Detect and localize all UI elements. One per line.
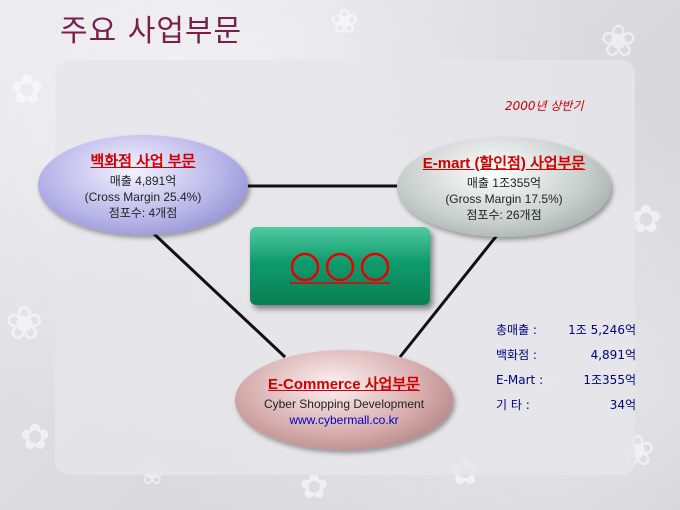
summary-value: 1조 5,246억	[568, 323, 636, 337]
logo-circle-icon	[290, 252, 320, 282]
center-logo-box	[250, 227, 430, 305]
summary-value: 4,891억	[590, 348, 636, 362]
emart-margin: (Gross Margin 17.5%)	[445, 191, 563, 206]
summary-label: 기 타 :	[496, 398, 530, 412]
department-store-sales: 매출 4,891억	[109, 173, 177, 188]
flower-icon: ✿	[300, 467, 329, 507]
sales-summary: 총매출 : 1조 5,246억 백화점 : 4,891억 E-Mart : 1조…	[496, 318, 636, 418]
summary-label: 총매출 :	[496, 323, 537, 337]
summary-value: 34억	[609, 398, 636, 412]
flower-icon: ✿	[630, 197, 662, 241]
flower-icon: ✿	[10, 67, 44, 113]
ecommerce-subtitle: Cyber Shopping Development	[263, 396, 425, 411]
department-store-heading: 백화점 사업 부문	[90, 152, 196, 170]
department-store-stores: 점포수: 4개점	[108, 205, 178, 220]
summary-row-department-store: 백화점 : 4,891억	[496, 343, 636, 368]
summary-label: 백화점 :	[496, 348, 537, 362]
summary-row-emart: E-Mart : 1조355억	[496, 368, 636, 393]
ecommerce-url[interactable]: www.cybermall.co.kr	[289, 412, 399, 427]
department-store-margin: (Cross Margin 25.4%)	[84, 189, 202, 204]
emart-stores: 점포수: 26개점	[466, 207, 542, 222]
ecommerce-ellipse: E-Commerce 사업부문 Cyber Shopping Developme…	[235, 350, 453, 450]
emart-sales: 매출 1조355억	[466, 175, 542, 190]
emart-heading: E-mart (할인점) 사업부문	[422, 154, 586, 172]
logo-circle-icon	[360, 252, 390, 282]
summary-value: 1조355억	[583, 373, 636, 387]
slide-title: 주요 사업부문	[60, 14, 243, 49]
flower-icon: ❀	[330, 2, 359, 42]
summary-row-total: 총매출 : 1조 5,246억	[496, 318, 636, 343]
logo-circle-icon	[325, 252, 355, 282]
connector-line-right	[398, 233, 500, 358]
ecommerce-heading: E-Commerce 사업부문	[268, 375, 420, 393]
summary-row-other: 기 타 : 34억	[496, 393, 636, 418]
flower-icon: ✿	[20, 417, 51, 458]
center-logo	[290, 252, 390, 284]
flower-icon: ❀	[600, 16, 637, 67]
period-label: 2000년 상반기	[505, 99, 584, 113]
connector-line-left	[150, 230, 287, 359]
emart-ellipse: E-mart (할인점) 사업부문 매출 1조355억 (Gross Margi…	[397, 137, 611, 237]
department-store-ellipse: 백화점 사업 부문 매출 4,891억 (Cross Margin 25.4%)…	[38, 135, 248, 235]
flower-icon: ❀	[5, 296, 44, 350]
summary-label: E-Mart :	[496, 373, 544, 387]
